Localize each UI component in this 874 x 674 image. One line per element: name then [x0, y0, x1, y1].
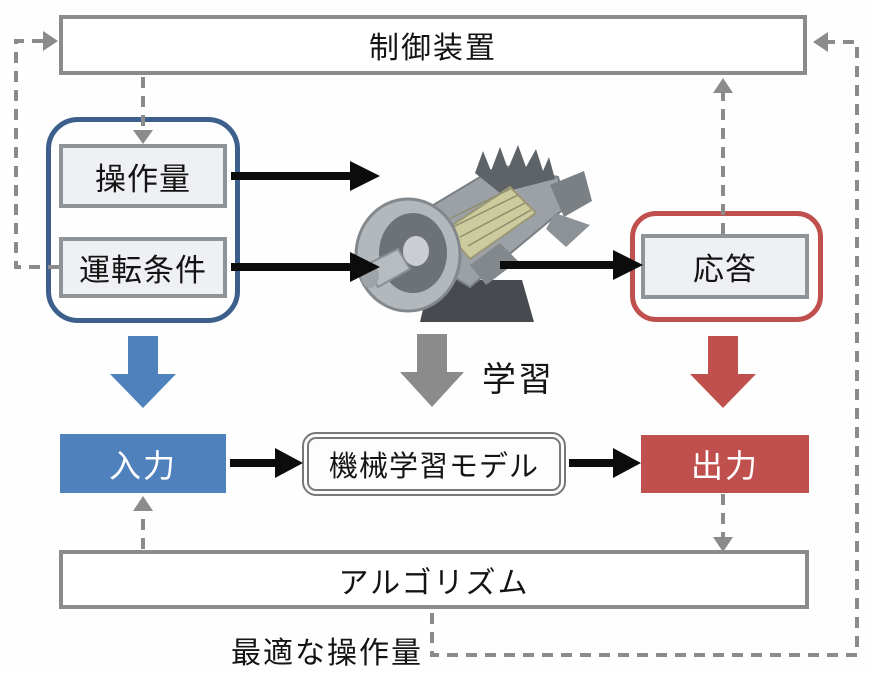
output-box: 出力: [641, 435, 809, 493]
arrow-manipulated-to-turbine: [231, 161, 380, 191]
arrow-turbine-to-response: [500, 250, 643, 280]
arrow-operating-to-turbine: [231, 252, 380, 282]
ml-model-box: 機械学習モデル: [302, 432, 566, 496]
optimal-manipulated-variable-label: 最適な操作量: [231, 637, 423, 670]
algorithm-box: アルゴリズム: [59, 550, 809, 609]
dashed-output-to-algorithm: [713, 494, 733, 552]
gas-turbine-image: [354, 145, 592, 322]
operating-condition-box: 運転条件: [59, 237, 227, 298]
input-box: 入力: [60, 434, 226, 493]
block-arrow-learning: [400, 334, 464, 407]
ml-model-label: 機械学習モデル: [307, 437, 561, 491]
dashed-algorithm-to-input: [133, 496, 153, 549]
control-device-box: 制御装置: [59, 15, 807, 75]
block-arrow-output: [690, 336, 756, 408]
block-arrow-input: [110, 336, 176, 408]
arrow-model-to-output: [569, 448, 641, 478]
response-box: 応答: [641, 234, 809, 299]
manipulated-variable-box: 操作量: [59, 144, 227, 208]
learning-label: 学習: [482, 362, 554, 399]
turbine-blades: [475, 145, 555, 193]
arrow-input-to-model: [230, 448, 303, 478]
